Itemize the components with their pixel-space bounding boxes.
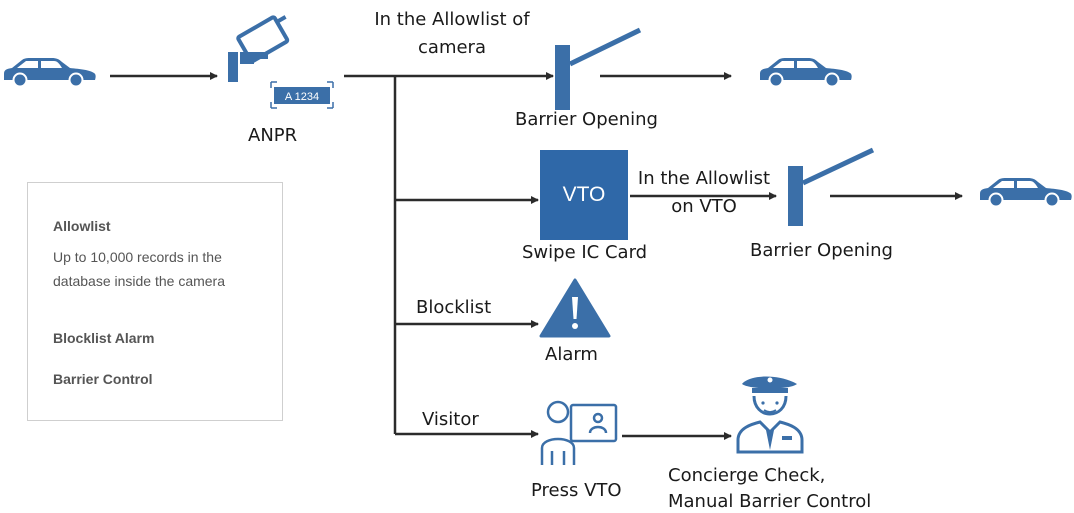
allowlist-desc-line1: Up to 10,000 records in the	[53, 249, 222, 265]
concierge-label-line1: Concierge Check,	[668, 465, 826, 486]
barrier-opening-label-1: Barrier Opening	[515, 109, 658, 130]
allowlist-camera-label-line1: In the Allowlist of	[374, 9, 530, 30]
blocklist-alarm-title: Blocklist Alarm	[53, 330, 155, 346]
car-icon	[759, 57, 853, 88]
barrier-opening-label-2: Barrier Opening	[750, 240, 893, 261]
warning-icon	[539, 278, 611, 338]
barrier-icon	[555, 27, 642, 110]
allowlist-vto-label-line2: on VTO	[671, 196, 737, 217]
allowlist-vto-label-line1: In the Allowlist	[637, 168, 771, 189]
guard-icon	[736, 376, 804, 454]
license-plate-icon	[270, 81, 334, 109]
allowlist-title: Allowlist	[53, 218, 111, 234]
plate-text: A 1234	[285, 91, 319, 103]
alarm-label: Alarm	[545, 344, 598, 365]
vto-label: VTO	[562, 183, 606, 206]
vto-terminal-icon	[540, 400, 618, 465]
anpr-label: ANPR	[248, 125, 298, 146]
blocklist-label: Blocklist	[416, 297, 492, 318]
allowlist-desc-line2: database inside the camera	[53, 273, 225, 289]
swipe-ic-card-label: Swipe IC Card	[522, 242, 648, 263]
barrier-icon	[788, 147, 875, 226]
camera-icon	[228, 15, 290, 82]
info-box: Allowlist Up to 10,000 records in the da…	[27, 182, 283, 421]
visitor-label: Visitor	[422, 409, 479, 430]
vto-box: VTO	[540, 150, 628, 240]
car-icon	[979, 177, 1073, 208]
barrier-control-title: Barrier Control	[53, 371, 153, 387]
car-icon	[3, 57, 97, 88]
concierge-label-line2: Manual Barrier Control	[668, 491, 872, 512]
press-vto-label: Press VTO	[531, 480, 622, 501]
allowlist-camera-label-line2: camera	[418, 37, 486, 58]
